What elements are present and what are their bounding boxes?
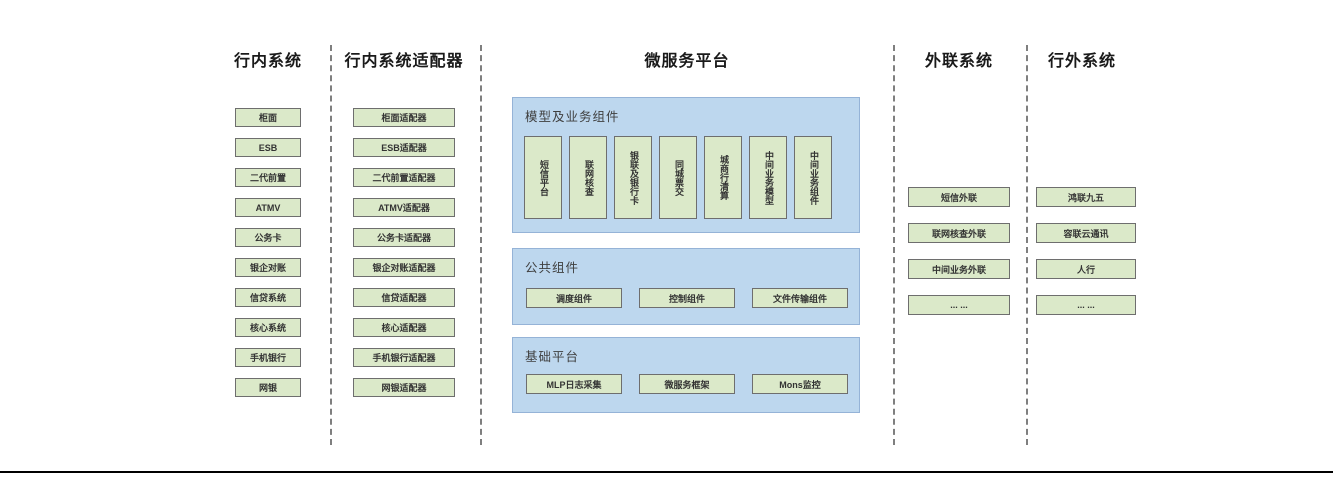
component-box: 调度组件	[526, 288, 622, 308]
section-label: 公共组件	[525, 261, 580, 275]
section-label: 模型及业务组件	[525, 110, 620, 124]
internal-systems-column: 柜面 ESB 二代前置 ATMV 公务卡 银企对账 信贷系统 核心系统 手机银行…	[235, 108, 301, 397]
common-components-section: 公共组件 调度组件 控制组件 文件传输组件	[512, 248, 860, 325]
adapter-box: ATMV适配器	[353, 198, 455, 217]
adapter-box: 信贷适配器	[353, 288, 455, 307]
external-systems-column: 鸿联九五 容联云通讯 人行 ... ...	[1036, 187, 1136, 315]
adapter-box: 核心适配器	[353, 318, 455, 337]
adapter-box: 公务卡适配器	[353, 228, 455, 247]
column-header-internal-systems: 行内系统	[233, 53, 302, 70]
column-header-outreach-systems: 外联系统	[924, 53, 993, 70]
component-box: 文件传输组件	[752, 288, 848, 308]
internal-system-box: 信贷系统	[235, 288, 301, 307]
outreach-box: 联网核查外联	[908, 223, 1010, 243]
adapter-box: ESB适配器	[353, 138, 455, 157]
component-box: 银联及银行卡	[614, 136, 652, 219]
external-system-box: 鸿联九五	[1036, 187, 1136, 207]
external-system-box: ... ...	[1036, 295, 1136, 315]
internal-system-box: ESB	[235, 138, 301, 157]
adapter-box: 网银适配器	[353, 378, 455, 397]
adapters-column: 柜面适配器 ESB适配器 二代前置适配器 ATMV适配器 公务卡适配器 银企对账…	[353, 108, 455, 397]
outreach-systems-column: 短信外联 联网核查外联 中间业务外联 ... ...	[908, 187, 1010, 315]
column-header-microservice-platform: 微服务平台	[644, 53, 730, 70]
adapter-box: 二代前置适配器	[353, 168, 455, 187]
component-box: 控制组件	[639, 288, 735, 308]
component-box: 同城票交	[659, 136, 697, 219]
internal-system-box: 手机银行	[235, 348, 301, 367]
external-system-box: 人行	[1036, 259, 1136, 279]
component-box: 微服务框架	[639, 374, 735, 394]
internal-system-box: 网银	[235, 378, 301, 397]
section-label: 基础平台	[525, 350, 580, 364]
base-platform-section: 基础平台 MLP日志采集 微服务框架 Mons监控	[512, 337, 860, 413]
component-box: 联网核查	[569, 136, 607, 219]
model-business-components-section: 模型及业务组件 短信平台 联网核查 银联及银行卡 同城票交 城商行清算 中间业务…	[512, 97, 860, 233]
column-divider-3	[893, 45, 895, 445]
internal-system-box: 公务卡	[235, 228, 301, 247]
internal-system-box: 银企对账	[235, 258, 301, 277]
external-system-box: 容联云通讯	[1036, 223, 1136, 243]
column-divider-1	[330, 45, 332, 445]
internal-system-box: ATMV	[235, 198, 301, 217]
base-platform-row: MLP日志采集 微服务框架 Mons监控	[526, 374, 848, 394]
column-divider-4	[1026, 45, 1028, 445]
column-divider-2	[480, 45, 482, 445]
internal-system-box: 二代前置	[235, 168, 301, 187]
component-box: 中间业务模型	[749, 136, 787, 219]
component-box: MLP日志采集	[526, 374, 622, 394]
internal-system-box: 柜面	[235, 108, 301, 127]
column-header-external-systems: 行外系统	[1047, 53, 1116, 70]
component-box: Mons监控	[752, 374, 848, 394]
adapter-box: 银企对账适配器	[353, 258, 455, 277]
adapter-box: 手机银行适配器	[353, 348, 455, 367]
outreach-box: ... ...	[908, 295, 1010, 315]
model-components-row: 短信平台 联网核查 银联及银行卡 同城票交 城商行清算 中间业务模型 中间业务组…	[524, 136, 832, 219]
bottom-border-line	[0, 471, 1333, 473]
common-components-row: 调度组件 控制组件 文件传输组件	[526, 288, 848, 308]
adapter-box: 柜面适配器	[353, 108, 455, 127]
internal-system-box: 核心系统	[235, 318, 301, 337]
component-box: 中间业务组件	[794, 136, 832, 219]
outreach-box: 中间业务外联	[908, 259, 1010, 279]
column-header-internal-adapters: 行内系统适配器	[344, 53, 464, 70]
component-box: 城商行清算	[704, 136, 742, 219]
outreach-box: 短信外联	[908, 187, 1010, 207]
component-box: 短信平台	[524, 136, 562, 219]
